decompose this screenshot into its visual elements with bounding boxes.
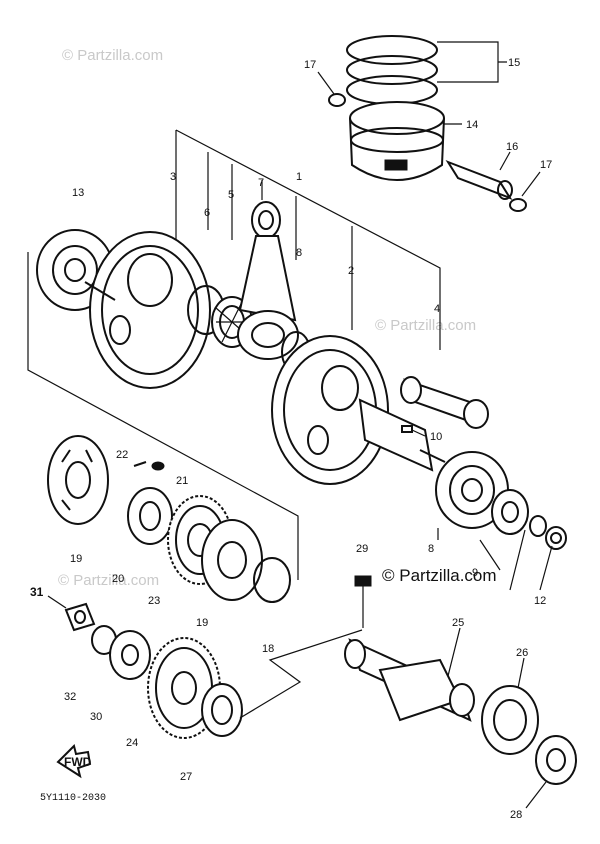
washer-11[interactable] [529,515,547,537]
washer-18[interactable] [253,557,291,603]
watermark-main: © Partzilla.com [382,566,497,585]
crank-shaft-right[interactable] [358,398,446,472]
label-31: 31 [30,585,44,599]
piston-rings[interactable] [346,35,438,105]
diagram-code: 5Y1110-2030 [40,793,106,804]
leader-27-balancer [239,629,363,719]
label-28: 28 [510,809,522,821]
oil-seal-28[interactable] [535,735,577,785]
label-17-right: 17 [540,159,552,171]
label-22: 22 [116,449,128,461]
leader-15 [437,41,507,83]
label-14: 14 [466,119,478,131]
washer-30[interactable] [109,630,151,680]
label-13: 13 [72,187,84,199]
label-4: 4 [434,303,440,315]
watermark-middle: © Partzilla.com [375,317,476,334]
crank-wheel-right[interactable] [271,335,389,485]
label-1: 1 [296,171,302,183]
label-20: 20 [112,573,124,585]
key-10[interactable] [401,425,413,433]
label-24: 24 [126,737,138,749]
circlip-right[interactable] [509,198,527,212]
leader-17b [521,171,541,197]
lock-washer-20[interactable] [127,487,173,545]
leader-17a [317,71,335,95]
balancer-shaft[interactable] [344,638,475,722]
label-10: 10 [430,431,442,443]
piston-pin[interactable] [445,159,513,201]
label-9: 9 [472,567,478,579]
label-18: 18 [262,643,274,655]
label-15: 15 [508,57,520,69]
label-27: 27 [180,771,192,783]
leader-26 [517,657,525,689]
label-19-right: 19 [196,617,208,629]
crank-pin-4[interactable] [400,376,489,429]
label-8: 8 [428,543,434,555]
leaders-right-lower [437,528,553,591]
crank-wheel-left[interactable] [84,231,211,389]
key-29[interactable] [354,575,372,587]
label-5: 5 [228,189,234,201]
label-6: 6 [204,207,210,219]
label-7: 7 [258,177,264,189]
nut-12[interactable] [545,526,567,550]
bearing-8[interactable] [435,451,509,529]
bracket-top [175,129,441,350]
leader-10 [411,429,426,437]
label-30: 30 [90,711,102,723]
label-12: 12 [534,595,546,607]
leader-25 [447,627,461,677]
label-23: 23 [148,595,160,607]
label-3: 3 [170,171,176,183]
bearing-27[interactable] [201,683,243,737]
key-22[interactable] [133,461,147,467]
label-29: 29 [356,543,368,555]
leader-16 [499,151,511,171]
watermark-bottom-left: © Partzilla.com [58,572,159,589]
plate-19-right[interactable] [201,519,263,601]
fwd-arrow: FWD [56,744,92,779]
label-16: 16 [506,141,518,153]
gear-9[interactable] [491,489,529,535]
bracket-drops [175,130,353,330]
label-19-left: 19 [70,553,82,565]
watermark-top-left: © Partzilla.com [62,47,163,64]
piston[interactable] [349,101,445,181]
circlip-top[interactable] [328,93,346,107]
leader-31 [47,595,67,609]
plate-19-left[interactable] [47,435,109,525]
pin-21[interactable] [151,461,165,471]
bracket-left [27,252,299,580]
label-25: 25 [452,617,464,629]
label-2: 2 [348,265,354,277]
fwd-label: FWD [64,755,92,769]
label-21: 21 [176,475,188,487]
label-26: 26 [516,647,528,659]
nut-31[interactable] [64,602,96,632]
bearing-26[interactable] [481,685,539,755]
label-17-top: 17 [304,59,316,71]
leader-28 [525,781,547,809]
label-8-rod: 8 [296,247,302,259]
label-32: 32 [64,691,76,703]
